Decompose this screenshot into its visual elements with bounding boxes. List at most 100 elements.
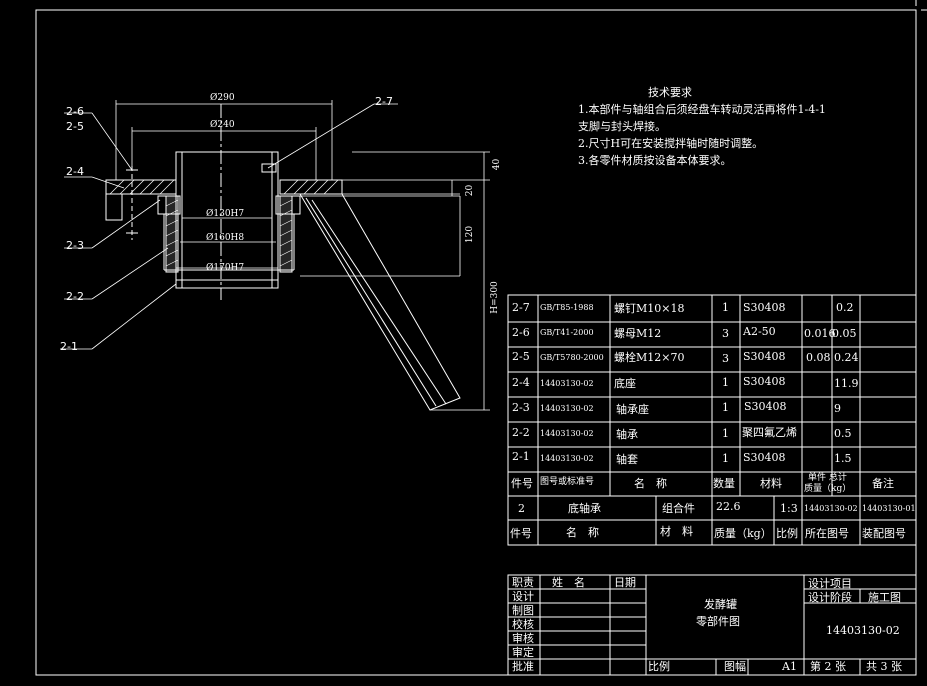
tb-format-value: A1 (782, 660, 797, 673)
bom-row-total: 0.5 (834, 427, 852, 440)
tech-requirements-title: 技术要求 (648, 86, 692, 99)
tb-sheet-total: 共 3 张 (866, 660, 902, 673)
dimension-lines (115, 100, 490, 411)
bom-row-std: GB/T41-2000 (540, 328, 594, 337)
dim-40: 40 (492, 158, 503, 171)
bom-row-mat: A2-50 (743, 325, 776, 338)
bom-footer-drawing-no: 所在图号 (805, 527, 849, 540)
dim-20: 20 (465, 184, 476, 197)
dim-H: H=300 (489, 281, 500, 314)
bom-row-std: 14403130-02 (540, 429, 594, 438)
bom-row-mat: S30408 (743, 350, 786, 363)
bom-row-no: 2-5 (512, 350, 530, 363)
title-block-grid (507, 574, 917, 676)
tb-stage-value: 施工图 (868, 591, 901, 604)
bom-row-total: 0.2 (836, 301, 854, 314)
bom-row-total: 0.24 (834, 351, 859, 364)
bom-row-total: 1.5 (834, 452, 852, 465)
bom-grid (507, 294, 917, 546)
base-plate-left (105, 179, 177, 195)
callout-2-7: 2-7 (375, 95, 393, 108)
bom-footer-name: 名 称 (566, 526, 599, 539)
bom-header-mat: 材料 (760, 477, 782, 490)
callout-2-6: 2-6 (66, 105, 84, 118)
bom-row-mat: S30408 (743, 301, 786, 314)
leader-lines (60, 103, 398, 350)
bom-row-std: 14403130-02 (540, 379, 594, 388)
bom-footer-assembly-no: 装配图号 (862, 527, 906, 540)
bom-row-qty: 3 (722, 352, 729, 365)
bom-row-mat: S30408 (744, 400, 787, 413)
bom-row-no: 2-2 (512, 426, 530, 439)
tb-sheet-no: 第 2 张 (810, 660, 846, 673)
tb-role: 职责 (512, 576, 534, 589)
tb-role: 制图 (512, 604, 534, 617)
bom-row-no: 2-6 (512, 326, 530, 339)
bom-row-total: 9 (834, 402, 841, 415)
bom-footer-weight: 质量（kg） (714, 527, 772, 540)
tech-requirements: 技术要求 1.本部件与轴组合后须经盘车转动灵活再将件1-4-1 支脚与封头焊接。… (578, 84, 826, 169)
assembly-scale: 1:3 (780, 502, 798, 515)
bom-header-note: 备注 (872, 477, 894, 490)
assembly-no: 2 (518, 502, 525, 515)
callout-2-1: 2-1 (60, 340, 78, 353)
tb-col-date: 日期 (614, 576, 636, 589)
bom-row-std: 14403130-02 (540, 404, 594, 413)
dim-d170: Ø170H7 (206, 263, 245, 273)
bom-header-qty: 数量 (713, 477, 735, 490)
bom-row-total: 0.05 (832, 327, 857, 340)
callout-2-4: 2-4 (66, 165, 84, 178)
bom-row-no: 2-3 (512, 401, 530, 414)
tb-drawing-no: 14403130-02 (826, 624, 900, 637)
bom-row-name: 轴承座 (616, 403, 649, 416)
tb-format-label: 图幅 (724, 660, 746, 673)
callout-2-5: 2-5 (66, 120, 84, 133)
bom-footer-material: 材 料 (660, 525, 693, 538)
bom-row-qty: 1 (722, 401, 729, 414)
bom-row-name: 螺钉M10×18 (614, 302, 685, 315)
tb-sheet-title: 零部件图 (696, 615, 740, 628)
bom-row-qty: 1 (722, 376, 729, 389)
bom-row-total: 11.9 (834, 377, 859, 390)
part-drawing (105, 104, 461, 411)
bom-row-qty: 1 (722, 301, 729, 314)
bom-row-name: 螺母M12 (614, 327, 662, 340)
bom-row-qty: 3 (722, 327, 729, 340)
bom-header-weight-top: 单件 总计 (808, 473, 847, 483)
assembly-name: 底轴承 (568, 502, 601, 515)
tb-scale-label: 比例 (648, 660, 670, 673)
bom-row-no: 2-7 (512, 301, 530, 314)
dim-120: 120 (465, 225, 476, 244)
assembly-drawing-no: 14403130-02 (804, 504, 858, 513)
dim-d130: Ø130H7 (206, 209, 245, 219)
tb-role: 设计 (512, 590, 534, 603)
bom-row-unit: 0.016 (804, 327, 836, 340)
bom-row-name: 轴承 (616, 428, 638, 441)
tb-design-stage: 设计阶段 (808, 591, 852, 604)
dim-d290: Ø290 (210, 93, 235, 103)
tb-role: 审定 (512, 646, 534, 659)
bom-row-no: 2-4 (512, 376, 530, 389)
bom-row-mat: 聚四氟乙烯 (742, 426, 797, 439)
tb-col-name: 姓 名 (552, 576, 585, 589)
tb-role: 校核 (512, 618, 534, 631)
bom-row-name: 螺栓M12×70 (614, 351, 685, 364)
corner-marks (915, 0, 927, 11)
tech-line-1: 1.本部件与轴组合后须经盘车转动灵活再将件1-4-1 (578, 103, 826, 116)
bom-row-std: GB/T5780-2000 (540, 353, 604, 362)
bom-row-no: 2-1 (512, 450, 530, 463)
bom-row-qty: 1 (722, 427, 729, 440)
bom-row-qty: 1 (722, 452, 729, 465)
bom-row-name: 轴套 (616, 453, 638, 466)
bom-footer-no: 件号 (510, 527, 532, 540)
bom-header-std: 图号或标准号 (540, 477, 595, 487)
callout-2-3: 2-3 (66, 239, 84, 252)
assembly-weight: 22.6 (716, 500, 741, 513)
bom-row-mat: S30408 (743, 375, 786, 388)
dim-d160: Ø160H8 (206, 233, 245, 243)
bom-row-unit: 0.08 (806, 351, 831, 364)
tech-line-2: 支脚与封头焊接。 (578, 120, 666, 133)
bom-header-no: 件号 (511, 477, 533, 490)
callout-2-2: 2-2 (66, 290, 84, 303)
